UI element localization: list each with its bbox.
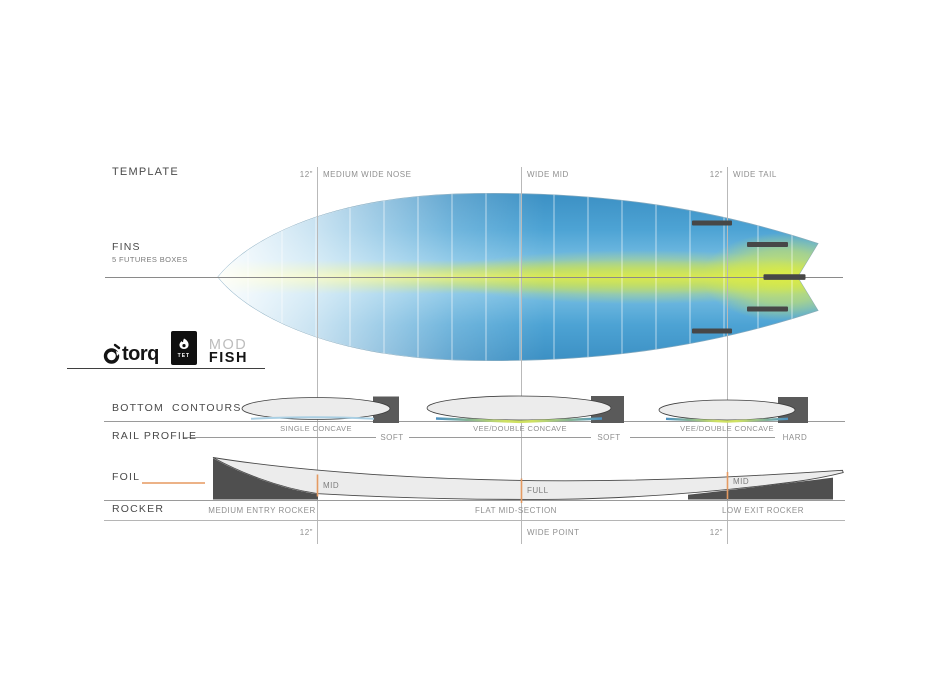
foil-profile [212, 457, 844, 500]
fin-box-rear-bottom [747, 306, 788, 312]
fins-section-label: FINS [112, 241, 141, 253]
contours-baseline [104, 421, 845, 422]
foil-marker-mid-1: MID [323, 481, 340, 490]
foil-section-label: FOIL [112, 471, 141, 483]
medium-wide-nose-label: MEDIUM WIDE NOSE [323, 170, 412, 179]
rocker-label-exit: LOW EXIT ROCKER [721, 506, 805, 515]
rocker-label-entry: MEDIUM ENTRY ROCKER [208, 506, 316, 515]
tet-text: TET [177, 353, 191, 359]
brand-underline [67, 368, 265, 369]
model-line-fish: FISH [208, 350, 248, 366]
ref-line-tail-12in [727, 167, 728, 544]
tet-flame-icon [179, 338, 189, 349]
rail-hard: HARD [782, 433, 808, 442]
contour-label-2: VEE/DOUBLE CONCAVE [473, 424, 567, 433]
foil-baseline [104, 500, 845, 501]
fin-box-rear-top [747, 242, 788, 247]
contour-label-1: SINGLE CONCAVE [280, 424, 352, 433]
brand-block: torq TET MOD FISH [102, 329, 248, 365]
rail-leader-2 [409, 437, 591, 438]
ref-line-wide-mid [521, 167, 522, 544]
foil-leader-line [142, 482, 205, 484]
rail-soft-2: SOFT [597, 433, 621, 442]
rocker-section-label: ROCKER [112, 503, 165, 515]
torq-ring-icon [103, 343, 121, 364]
nose-rocker-wedge [213, 458, 318, 500]
rocker-bottom-line [104, 520, 845, 521]
template-section-label: TEMPLATE [112, 166, 179, 178]
fin-box-front-bottom [692, 328, 732, 334]
foil-marker-full: FULL [527, 486, 549, 495]
rocker-label-mid: FLAT MID-SECTION [475, 506, 557, 515]
tail-rocker-wedge [688, 477, 833, 500]
rail-profile-section-label: RAIL PROFILE [112, 430, 198, 442]
rail-leader-3 [630, 437, 775, 438]
torq-logo: torq [102, 343, 159, 365]
ref-line-nose-12in [317, 167, 318, 544]
bottom-contours-section-label: BOTTOM CONTOURS [112, 402, 242, 414]
model-line-mod: MOD [208, 337, 248, 353]
wide-tail-label: WIDE TAIL [733, 170, 777, 179]
cross-section-tail [658, 397, 808, 423]
cross-section-mid [426, 395, 624, 424]
torq-wordmark: torq [122, 343, 159, 365]
model-name: MOD FISH [208, 337, 248, 366]
rail-leader-1 [183, 437, 376, 438]
cross-section-nose [241, 396, 399, 423]
foil-marker-mid-2: MID [733, 477, 750, 486]
board-centerline [105, 277, 843, 278]
nose-offset-label: 12" [299, 170, 313, 179]
tet-badge: TET [170, 331, 197, 365]
bottom-offset-left: 12" [299, 528, 313, 537]
fin-box-center [763, 274, 806, 280]
contour-label-3: VEE/DOUBLE CONCAVE [680, 424, 774, 433]
bottom-offset-right: 12" [709, 528, 723, 537]
fin-box-front-top [692, 220, 732, 226]
wide-mid-label: WIDE MID [527, 170, 569, 179]
fins-sub-label: 5 FUTURES BOXES [112, 255, 188, 264]
wide-point-label: WIDE POINT [527, 528, 580, 537]
tail-offset-label: 12" [709, 170, 723, 179]
rail-soft-1: SOFT [380, 433, 404, 442]
